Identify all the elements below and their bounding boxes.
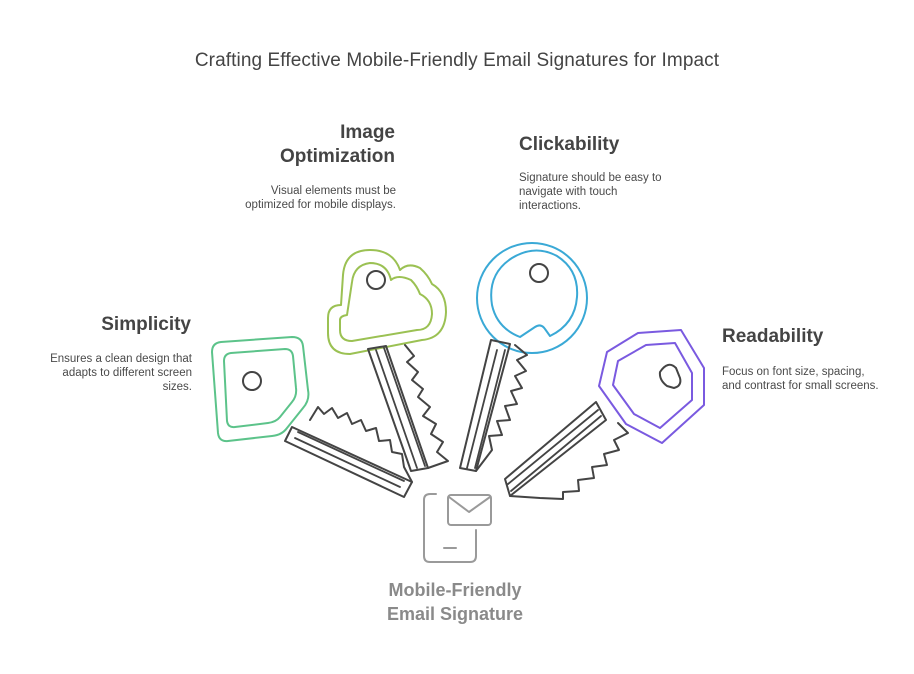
simplicity-key-icon xyxy=(211,336,413,498)
simplicity-description: Ensures a clean design that adapts to di… xyxy=(50,353,192,393)
image-optimization-heading: Image Optimization xyxy=(279,122,395,167)
clickability-description: Signature should be easy to navigate wit… xyxy=(519,172,662,212)
mobile-email-icon xyxy=(423,493,492,563)
clickability-key-icon xyxy=(459,242,588,472)
clickability-heading: Clickability xyxy=(519,134,620,155)
readability-heading: Readability xyxy=(722,326,824,347)
image-optimization-key-icon xyxy=(327,249,449,472)
readability-key-icon xyxy=(504,329,705,500)
diagram-title: Crafting Effective Mobile-Friendly Email… xyxy=(194,50,720,71)
simplicity-heading: Simplicity xyxy=(101,314,191,335)
image-optimization-description: Visual elements must be optimized for mo… xyxy=(245,185,396,211)
center-label: Mobile-Friendly Email Signature xyxy=(386,580,524,624)
readability-description: Focus on font size, spacing, and contras… xyxy=(722,366,879,392)
